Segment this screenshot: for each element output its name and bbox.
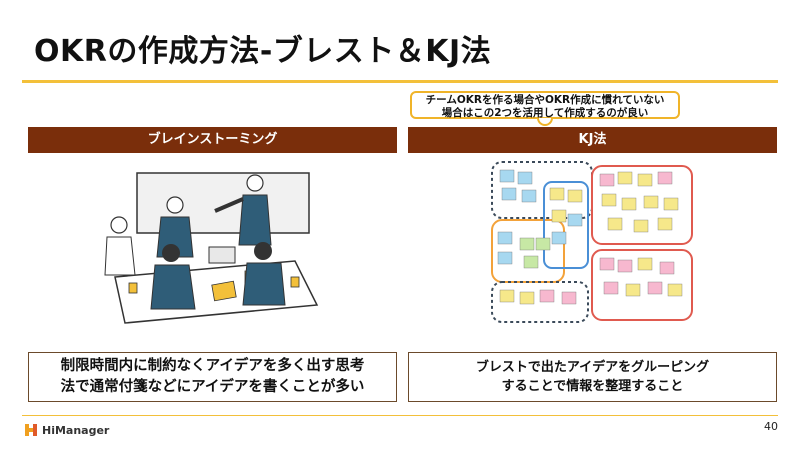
callout-box: チームOKRを作る場合やOKR作成に慣れていない 場合はこの2つを活用して作成す…: [410, 91, 680, 119]
kj-method-header: KJ法: [408, 127, 777, 153]
page-title: OKRの作成方法-ブレスト＆KJ法: [34, 34, 492, 69]
kj-method-illustration: [491, 161, 693, 323]
brainstorming-desc-line-2: 法で通常付箋などにアイデアを書くことが多い: [60, 379, 365, 395]
title-underline: [22, 80, 778, 83]
page-number: 40: [764, 420, 778, 433]
kj-desc-line-1: ブレストで出たアイデアをグルーピング: [475, 360, 710, 375]
footer-rule: [22, 415, 778, 416]
brainstorming-description: 制限時間内に制約なくアイデアを多く出す思考 法で通常付箋などにアイデアを書くこと…: [28, 352, 397, 402]
logo: HiManager: [24, 423, 109, 437]
kj-desc-line-2: することで情報を整理すること: [501, 379, 684, 394]
brainstorming-desc-line-1: 制限時間内に制約なくアイデアを多く出す思考: [60, 358, 365, 374]
callout-tail: [537, 118, 553, 126]
brainstorming-illustration: [104, 172, 319, 324]
logo-text: HiManager: [42, 423, 110, 437]
himanager-logo-icon: [25, 424, 37, 436]
callout-line-2: 場合はこの2つを活用して作成するのが良い: [441, 107, 649, 119]
callout-line-1: チームOKRを作る場合やOKR作成に慣れていない: [425, 94, 665, 106]
kj-method-description: ブレストで出たアイデアをグルーピング することで情報を整理すること: [408, 352, 777, 402]
brainstorming-header: ブレインストーミング: [28, 127, 397, 153]
